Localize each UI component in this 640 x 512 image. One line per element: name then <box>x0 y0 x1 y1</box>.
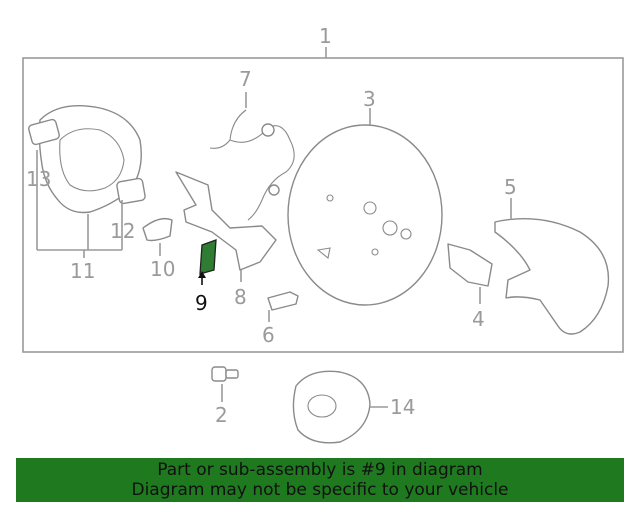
part-9-highlighted[interactable] <box>199 239 217 275</box>
parts-diagram: 1 13 11 12 10 9 8 7 6 <box>22 24 624 444</box>
part-6-clip[interactable] <box>267 291 299 311</box>
callout-7: 7 <box>239 67 252 91</box>
callout-9: 9 <box>195 291 208 315</box>
part-10-cover[interactable] <box>142 217 173 242</box>
callout-5: 5 <box>504 175 517 199</box>
callout-1: 1 <box>319 24 332 48</box>
callout-11: 11 <box>70 259 95 283</box>
notice-banner: Part or sub-assembly is #9 in diagram Di… <box>16 458 624 502</box>
part-4-switch[interactable] <box>447 243 493 287</box>
banner-line-2: Diagram may not be specific to your vehi… <box>131 480 509 500</box>
callout-8: 8 <box>234 285 247 309</box>
callout-3: 3 <box>363 87 376 111</box>
assembly-frame <box>22 57 624 353</box>
callout-12: 12 <box>110 219 135 243</box>
part-5-lower-cover[interactable] <box>494 218 610 335</box>
part-14-airbag[interactable] <box>292 370 371 444</box>
part-2-bolt[interactable] <box>211 366 239 382</box>
callout-13: 13 <box>26 167 51 191</box>
part-7-wire-harness[interactable] <box>209 109 295 221</box>
callout-10: 10 <box>150 257 175 281</box>
callout-2: 2 <box>215 403 228 427</box>
callout-6: 6 <box>262 323 275 347</box>
switch-housing-part[interactable] <box>28 105 146 214</box>
banner-line-1: Part or sub-assembly is #9 in diagram <box>157 460 483 480</box>
callout-14: 14 <box>390 395 415 419</box>
part-8-bracket[interactable] <box>175 171 277 271</box>
callout-4: 4 <box>472 307 485 331</box>
part-3-wheel[interactable] <box>287 124 443 306</box>
